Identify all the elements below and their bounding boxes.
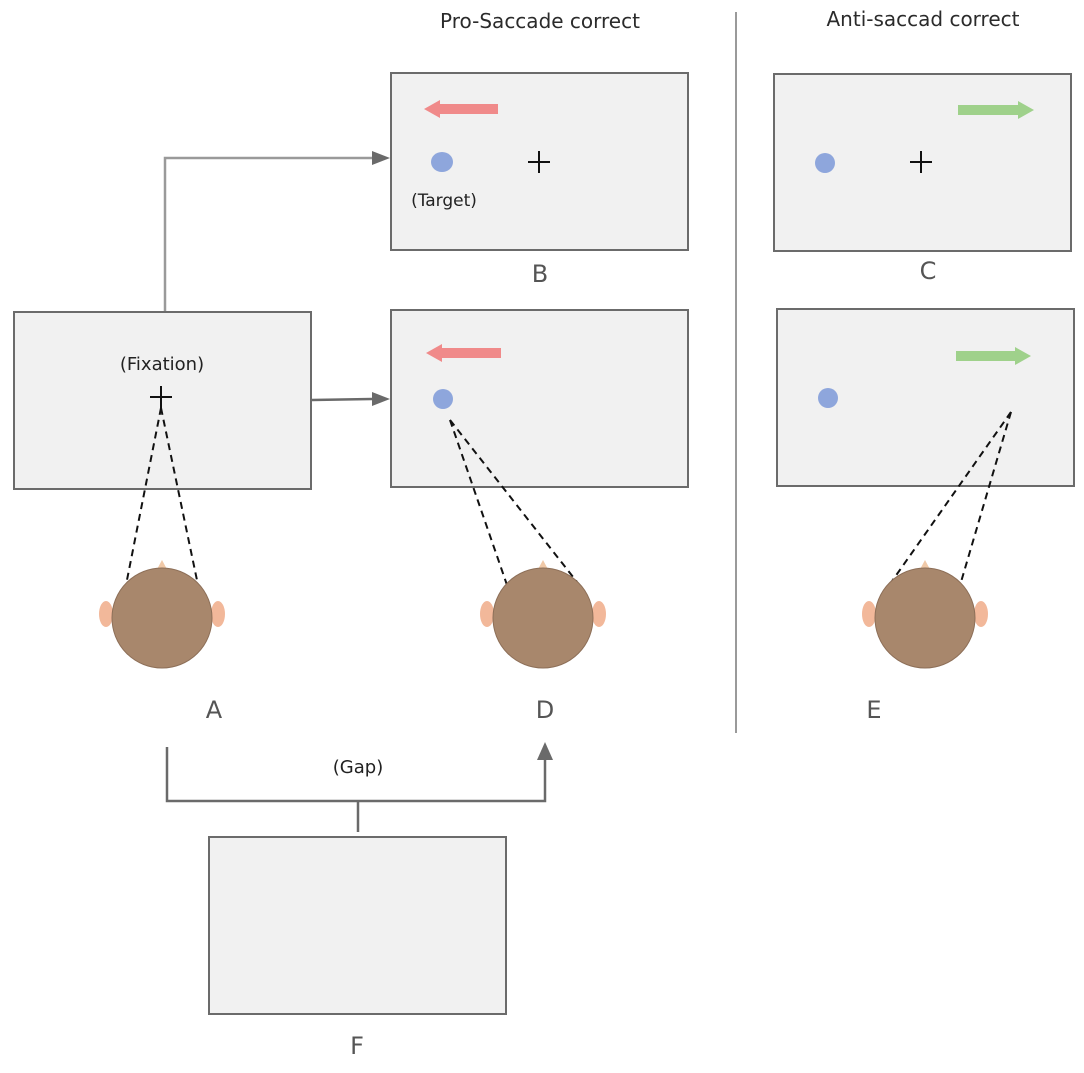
gaze-lines-e (889, 411, 1012, 585)
screen-f (208, 836, 507, 1015)
arrow-up-to-d-icon (537, 742, 553, 760)
fixation-caption: (Fixation) (120, 354, 204, 375)
arrow-to-d-icon (372, 392, 390, 406)
gaze-lines-d (449, 419, 578, 586)
label-e: E (866, 696, 881, 724)
arrow-right-icon (958, 101, 1034, 119)
gap-connector (165, 747, 547, 803)
head-top-view-icon (862, 560, 988, 669)
connector-a-to-b (163, 156, 372, 311)
label-c: C (920, 257, 937, 285)
arrow-to-b-icon (372, 151, 390, 165)
pro-saccade-heading: Pro-Saccade correct (440, 9, 640, 33)
arrow-right-icon (956, 347, 1031, 365)
gaze-lines-a (125, 407, 199, 586)
anti-saccade-heading: Anti-saccad correct (827, 7, 1020, 31)
arrow-left-icon (426, 344, 501, 362)
target-caption: (Target) (411, 191, 477, 211)
plus-cross-icon (150, 386, 172, 408)
target-dot (433, 389, 453, 409)
gap-caption: (Gap) (333, 757, 383, 778)
label-b: B (532, 260, 548, 288)
head-top-view-icon (480, 560, 606, 669)
target-dot (431, 152, 453, 172)
head-top-view-icon (99, 560, 225, 669)
label-d: D (536, 696, 554, 724)
connector-a-to-d (311, 397, 373, 402)
target-dot (815, 153, 835, 173)
plus-cross-icon (910, 151, 932, 173)
plus-cross-icon (528, 151, 550, 173)
label-a: A (206, 696, 223, 724)
target-dot (818, 388, 838, 408)
arrow-left-icon (424, 100, 498, 118)
screen-a (13, 311, 312, 490)
label-f: F (350, 1032, 364, 1060)
